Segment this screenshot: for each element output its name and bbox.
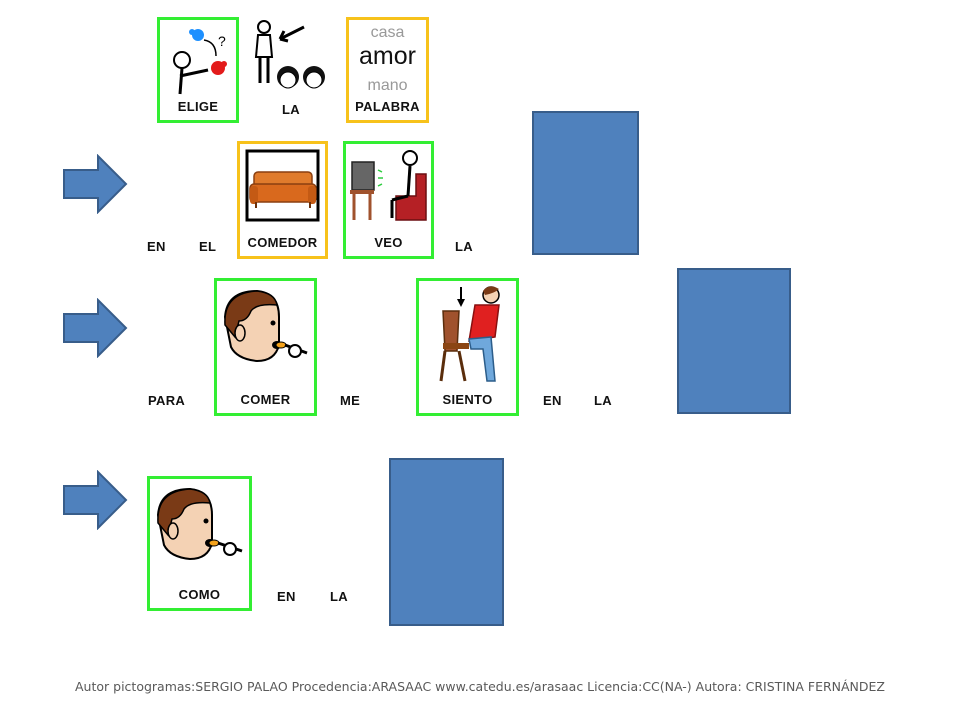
word-en-2: EN (543, 393, 562, 408)
option-mano: mano (367, 77, 408, 94)
blank-answer-slot-3[interactable] (389, 458, 504, 626)
option-amor: amor (359, 42, 416, 70)
sofa-pictogram-icon (245, 149, 320, 222)
option-casa: casa (370, 24, 405, 41)
comedor-label: COMEDOR (247, 235, 318, 250)
blank-answer-slot-1[interactable] (532, 111, 639, 255)
como-card: COMO (147, 476, 252, 611)
como-label: COMO (178, 587, 221, 602)
word-en: EN (147, 239, 166, 254)
comer-card: COMER (214, 278, 317, 416)
elige-label: ELIGE (177, 99, 219, 114)
siento-card: SIENTO (416, 278, 519, 416)
arrow-right-icon (63, 154, 128, 214)
comer-label: COMER (240, 392, 291, 407)
la-label: LA (282, 102, 300, 117)
arrow-right-icon (63, 298, 128, 358)
word-en-3: EN (277, 589, 296, 604)
svg-text:?: ? (218, 33, 226, 49)
credits-footer: Autor pictogramas:SERGIO PALAO Procedenc… (75, 679, 885, 694)
palabra-card: casa amor mano PALABRA (346, 17, 429, 123)
watch-tv-pictogram-icon (350, 150, 427, 221)
veo-label: VEO (374, 235, 403, 250)
siento-label: SIENTO (442, 392, 493, 407)
word-la-3: LA (330, 589, 348, 604)
eating-face-pictogram-icon (156, 487, 243, 561)
word-me: ME (340, 393, 361, 408)
la-card: LA (250, 17, 332, 123)
arrow-right-icon (63, 470, 128, 530)
girls-pictogram-icon (254, 20, 325, 89)
elige-card: ? ELIGE (157, 17, 239, 123)
word-la-2: LA (594, 393, 612, 408)
palabra-label: PALABRA (355, 99, 420, 114)
word-la: LA (455, 239, 473, 254)
blank-answer-slot-2[interactable] (677, 268, 791, 414)
comedor-card: COMEDOR (237, 141, 328, 259)
sit-down-pictogram-icon (439, 286, 500, 382)
veo-card: VEO (343, 141, 434, 259)
eating-face-pictogram-icon (223, 289, 308, 363)
word-el: EL (199, 239, 217, 254)
choose-pictogram-icon: ? (173, 29, 227, 95)
word-para: PARA (148, 393, 186, 408)
